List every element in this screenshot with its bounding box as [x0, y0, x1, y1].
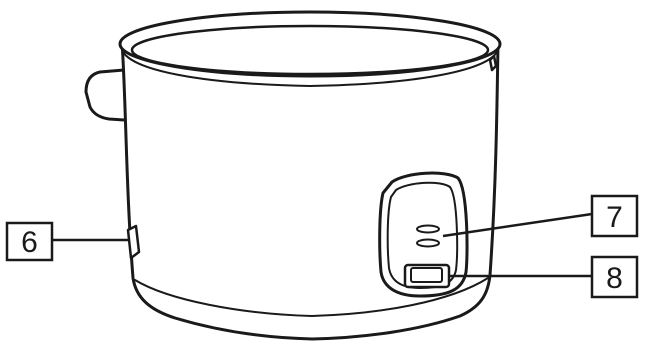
- indicator-light-top: [416, 224, 440, 234]
- base-trim-line: [134, 277, 489, 317]
- rim-lip: [121, 49, 499, 87]
- callout-7-leader: [442, 212, 593, 238]
- callout-8: 8: [449, 255, 639, 299]
- callout-6: 6: [5, 221, 130, 262]
- callout-7: 7: [442, 194, 639, 238]
- callout-7-box: [590, 194, 639, 238]
- side-latch: [126, 224, 141, 260]
- callout-8-box: [590, 255, 639, 299]
- indicator-light-bottom: [416, 238, 440, 248]
- callout-6-box: [5, 221, 54, 262]
- cook-switch: [410, 267, 443, 283]
- right-side-notch: [488, 54, 498, 72]
- callout-8-label: 8: [606, 262, 623, 295]
- rice-cooker-illustration: [84, 10, 502, 341]
- callout-7-label: 7: [606, 201, 623, 234]
- rim-inner: [130, 24, 490, 76]
- callout-6-label: 6: [21, 226, 38, 259]
